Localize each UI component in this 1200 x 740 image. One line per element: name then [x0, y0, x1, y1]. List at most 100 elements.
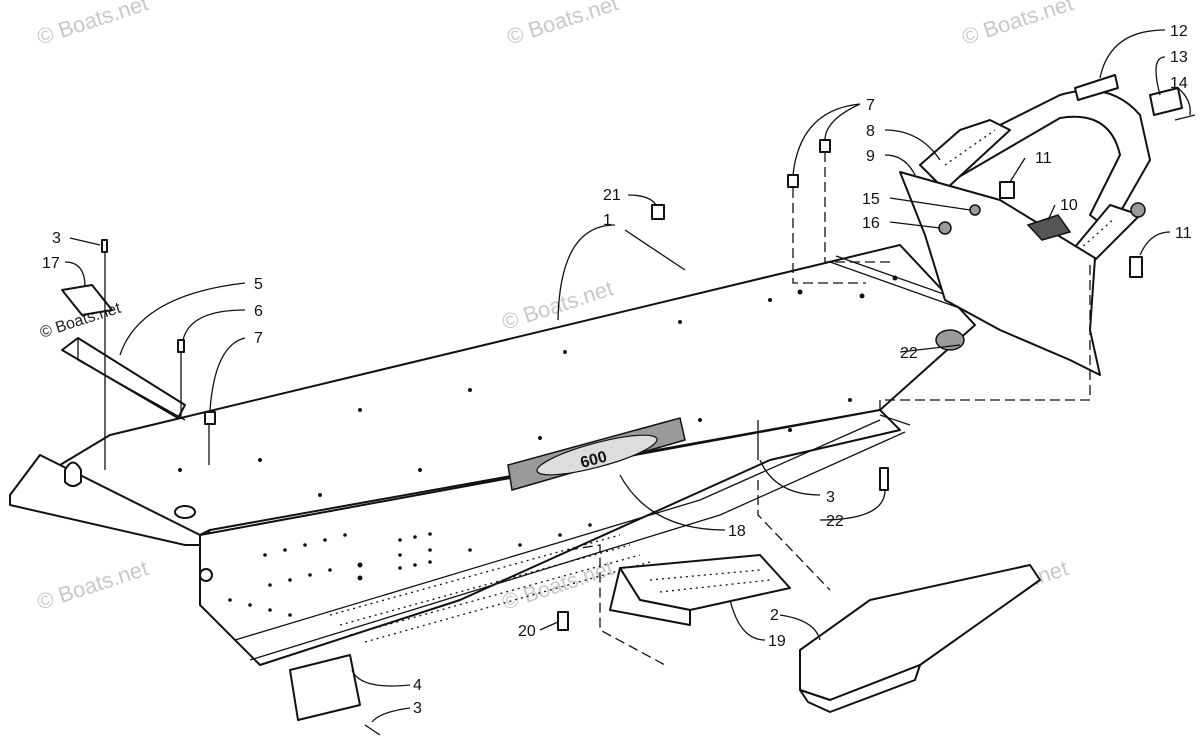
leader-22-top — [899, 344, 961, 353]
perforation-row — [659, 579, 771, 593]
decal-21 — [651, 204, 665, 220]
hole — [848, 398, 852, 402]
leader-15 — [889, 197, 971, 211]
clip-11b — [1129, 256, 1143, 278]
watermark-text: © Boats.net — [34, 0, 151, 50]
callout-4: 4 — [413, 677, 422, 694]
callout-1: 1 — [603, 212, 612, 229]
bumper-perforations — [944, 129, 1116, 259]
leader-22-bottom — [819, 489, 886, 521]
leader-2 — [779, 614, 821, 641]
leader-7-right-b — [824, 103, 861, 141]
leader-19 — [729, 599, 766, 641]
leader-6 — [182, 309, 246, 341]
leader-11 — [1009, 157, 1026, 183]
callout-7: 7 — [254, 330, 263, 347]
hole — [538, 436, 542, 440]
hole — [288, 613, 292, 617]
hole — [468, 388, 472, 392]
callout-2: 2 — [770, 607, 779, 624]
hole — [323, 538, 327, 542]
leader-11b — [1139, 231, 1171, 256]
side-plate-2 — [799, 564, 1041, 713]
hole — [588, 523, 592, 527]
nut-7 — [787, 174, 799, 188]
leader-1b — [624, 229, 686, 271]
leader-10 — [1047, 204, 1056, 221]
callout-18: 18 — [728, 523, 746, 540]
leader-14 — [1177, 87, 1191, 116]
decal-text: 600 — [579, 449, 609, 472]
watermark-text: © Boats.net — [34, 555, 151, 614]
hole — [328, 568, 332, 572]
hole — [248, 603, 252, 607]
rail-line — [829, 261, 966, 311]
hole — [398, 553, 402, 557]
leader-5 — [119, 282, 246, 356]
hole — [428, 532, 432, 536]
guide-line — [567, 544, 666, 666]
guide-line — [824, 152, 895, 263]
leader-16 — [889, 221, 941, 229]
perforation-row — [329, 534, 621, 616]
hole — [892, 275, 898, 281]
leader-1 — [557, 224, 616, 321]
tunnel-assembly — [9, 244, 976, 666]
leader-4 — [351, 669, 411, 687]
side-plate — [799, 564, 1041, 701]
leader-17 — [64, 261, 86, 288]
hole — [263, 553, 267, 557]
left-small-parts — [61, 239, 216, 470]
perforation-row — [1069, 217, 1116, 259]
leader-7-right — [792, 103, 861, 176]
leader-3 — [69, 237, 101, 246]
hole — [518, 543, 522, 547]
plate-4 — [289, 654, 361, 721]
side-round-hole — [199, 568, 213, 582]
hole — [303, 543, 307, 547]
callout-8: 8 — [866, 123, 875, 140]
rivet-3 — [101, 239, 108, 253]
decal-13 — [1149, 87, 1183, 116]
callout-labels: 1 2 3 3 3 4 5 6 7 7 8 9 10 11 11 12 13 1… — [42, 23, 1192, 717]
hole — [859, 293, 865, 299]
hole — [788, 428, 792, 432]
hole — [428, 548, 432, 552]
callout-22: 22 — [826, 513, 844, 530]
hole — [308, 573, 312, 577]
rivet-6 — [177, 339, 185, 353]
leader-lines — [64, 29, 1191, 723]
leader-18 — [619, 474, 726, 531]
hole — [413, 563, 417, 567]
nut-right — [1130, 202, 1146, 218]
footrest-front — [609, 567, 691, 626]
hole — [258, 458, 262, 462]
side-plate-flange — [799, 664, 921, 713]
callout-21: 21 — [603, 187, 621, 204]
decal-600: 600 — [507, 417, 686, 491]
strap-17 — [61, 284, 113, 316]
callout-5: 5 — [254, 276, 263, 293]
bracket-10 — [1026, 214, 1072, 241]
callout-11: 11 — [1035, 150, 1052, 167]
hole — [398, 566, 402, 570]
hole — [357, 575, 363, 581]
nut-15 — [969, 204, 981, 216]
guide-line — [879, 260, 1091, 410]
leader-3-bottom — [371, 707, 411, 723]
side-holes — [228, 523, 592, 617]
hole — [797, 289, 803, 295]
callout-22: 22 — [900, 345, 918, 362]
callout-3: 3 — [52, 230, 61, 247]
hole — [428, 560, 432, 564]
callout-9: 9 — [866, 148, 875, 165]
rear-bumper — [899, 74, 1196, 376]
callout-3: 3 — [826, 489, 835, 506]
hole — [343, 533, 347, 537]
callout-15: 15 — [862, 191, 880, 208]
hole — [418, 468, 422, 472]
bracket-5-edge — [77, 338, 186, 421]
hole — [357, 562, 363, 568]
hole — [318, 493, 322, 497]
